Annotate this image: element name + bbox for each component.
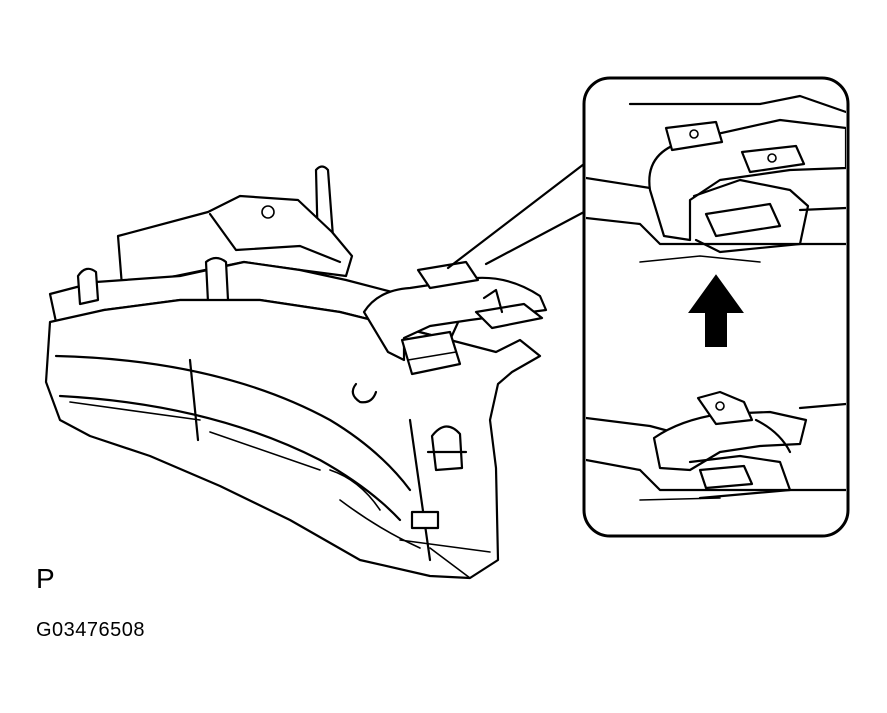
cable-clip — [362, 276, 548, 362]
detail-callout — [582, 76, 850, 538]
bolt-left — [76, 267, 100, 306]
bolt-right — [430, 425, 464, 472]
figure-code-label: G03476508 — [36, 619, 146, 641]
shift-position-label: P — [36, 563, 55, 594]
arrow-up-icon — [688, 274, 744, 347]
callout-leader — [446, 162, 586, 270]
curved-body — [44, 298, 542, 580]
shift-lever-bracket — [44, 165, 548, 580]
